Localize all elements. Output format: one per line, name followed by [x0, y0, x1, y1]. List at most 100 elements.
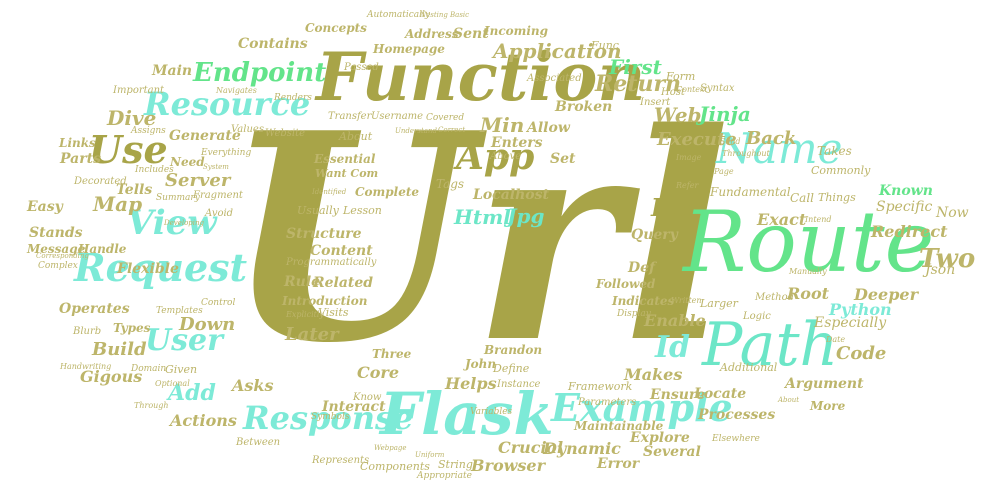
- word-above: Above: [490, 151, 522, 162]
- word-easy: Easy: [27, 199, 63, 215]
- word-handle: Handle: [78, 242, 127, 256]
- word-contains: Contains: [238, 36, 308, 52]
- word-return: Return: [595, 71, 682, 97]
- word-given: Given: [165, 363, 198, 376]
- word-throughout: Throughout: [722, 149, 770, 158]
- word-lesson: Lesson: [343, 204, 382, 217]
- word-name: Name: [716, 124, 843, 173]
- word-correct: Correct: [438, 126, 466, 134]
- word-avoid: Avoid: [205, 208, 234, 219]
- word-code: Code: [836, 343, 887, 364]
- word-additional: Additional: [720, 361, 778, 374]
- word-server: Server: [165, 170, 231, 191]
- word-call: Call: [790, 191, 815, 205]
- word-identified: Identified: [312, 188, 347, 196]
- word-enters: Enters: [491, 135, 543, 151]
- word-localhost: Localhost: [473, 187, 549, 203]
- word-need: Need: [170, 155, 205, 169]
- word-indicates: Indicates: [612, 294, 675, 308]
- word-allow: Allow: [527, 120, 570, 136]
- word-tells: Tells: [116, 182, 153, 198]
- word-parameters: Parameters: [578, 397, 637, 408]
- word-complete: Complete: [355, 185, 420, 199]
- word-example: Example: [551, 385, 733, 430]
- word-more: More: [810, 399, 846, 413]
- word-operates: Operates: [59, 301, 130, 317]
- word-covered: Covered: [426, 113, 465, 123]
- word-pic: Pic: [651, 193, 693, 222]
- word-processes: Processes: [698, 407, 776, 423]
- word-flask: Flask: [380, 380, 554, 448]
- word-website: Website: [265, 128, 306, 139]
- word-host: Host: [661, 87, 685, 98]
- word-structure: Structure: [286, 226, 362, 242]
- word-logic: Logic: [743, 311, 771, 322]
- word-elsewhere: Elsewhere: [712, 434, 760, 444]
- word-makes: Makes: [624, 365, 683, 384]
- word-execute: Execute: [657, 129, 737, 150]
- word-written: Written: [671, 296, 702, 305]
- word-domain: Domain: [131, 364, 167, 374]
- word-python: Python: [829, 300, 892, 319]
- word-add: Add: [168, 380, 216, 406]
- word-john: John: [465, 357, 497, 371]
- word-maintainable: Maintainable: [574, 419, 664, 433]
- word-renders: Renders: [274, 93, 312, 103]
- word-function: Function: [316, 38, 646, 116]
- word-especially: Especially: [814, 315, 887, 331]
- word-homepage: Homepage: [373, 42, 445, 56]
- word-essential: Essential: [314, 152, 376, 166]
- word-tags: Tags: [436, 177, 465, 191]
- word-types: Types: [113, 321, 151, 335]
- word-navigates: Navigates: [216, 86, 257, 95]
- word-date: Date: [826, 335, 846, 344]
- word-refer: Refer: [676, 181, 699, 190]
- word-application: Application: [493, 39, 622, 63]
- word-fundamental: Fundamental: [710, 185, 791, 199]
- word-url: Url: [224, 71, 731, 406]
- word-now: Now: [936, 205, 969, 221]
- word-root: Root: [787, 284, 830, 303]
- word-important: Important: [113, 85, 165, 96]
- word-set: Set: [550, 151, 576, 167]
- word-insert: Insert: [640, 97, 671, 108]
- word-asks: Asks: [232, 376, 274, 395]
- word-helps: Helps: [445, 374, 497, 393]
- word-explore: Explore: [630, 430, 690, 446]
- word-form: Form: [666, 70, 696, 83]
- word-context: Context: [676, 85, 708, 94]
- word-appropriate: Appropriate: [417, 471, 472, 481]
- word-through: Through: [134, 401, 169, 410]
- word-app: App: [456, 136, 535, 178]
- word-transfer: Transfer: [328, 111, 372, 122]
- word-resource: Resource: [144, 85, 311, 123]
- word-symbols: Symbols: [311, 412, 350, 422]
- word-ensure: Ensure: [650, 387, 706, 403]
- word-query: Query: [631, 227, 678, 243]
- word-summary: Summary: [156, 193, 200, 203]
- word-optional: Optional: [155, 379, 190, 388]
- word-endpoint: Endpoint: [193, 58, 327, 88]
- word-takes: Takes: [817, 144, 852, 158]
- word-map: Map: [93, 192, 143, 216]
- word-related: Related: [313, 275, 374, 291]
- word-min: Min: [480, 113, 525, 137]
- word-response: Response: [243, 399, 414, 437]
- word-three: Three: [372, 347, 412, 361]
- word-assigns: Assigns: [131, 126, 166, 136]
- word-brandon: Brandon: [484, 343, 543, 357]
- word-enable: Enable: [644, 311, 706, 330]
- word-intend: Intend: [805, 215, 832, 224]
- word-basic: Basic: [450, 11, 470, 19]
- word-dynamic: Dynamic: [543, 439, 621, 458]
- word-later: Later: [285, 324, 339, 345]
- word-main: Main: [152, 63, 193, 79]
- word-variables: Variables: [470, 407, 513, 417]
- word-framework: Framework: [568, 380, 633, 393]
- word-concepts: Concepts: [305, 21, 367, 35]
- word-includes: Includes: [135, 165, 174, 175]
- word-usually: Usually: [297, 204, 339, 217]
- word-web: Web: [654, 103, 702, 127]
- word-json: Json: [925, 262, 956, 278]
- word-passed: Passed: [344, 62, 379, 73]
